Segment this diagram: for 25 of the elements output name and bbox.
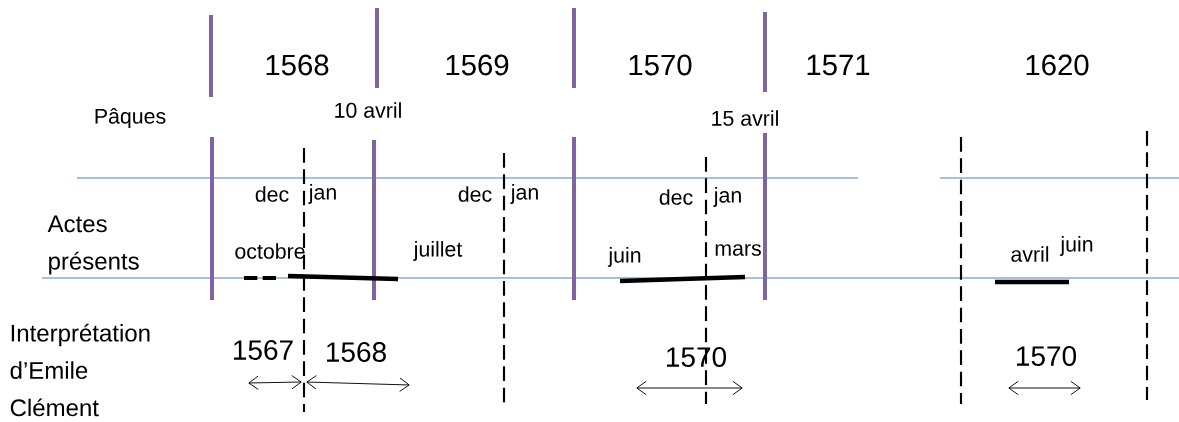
row-label: Actes présents (47, 215, 139, 275)
year-label: 1568 (327, 342, 386, 362)
month-label: jan (308, 184, 336, 204)
month-label: dec (659, 189, 693, 205)
year-label: 1568 (266, 54, 329, 76)
month-label: juin (607, 247, 641, 267)
year-label: 1567 (234, 340, 293, 360)
date-label: 10 avril (335, 102, 401, 118)
month-label: dec (458, 186, 492, 202)
year-label: 1620 (1026, 54, 1089, 76)
month-label: mars (715, 244, 761, 256)
year-label: 1570 (1017, 346, 1077, 366)
year-label: 1571 (807, 54, 870, 76)
month-label: jan (713, 187, 741, 207)
row-label: Interprétation d’Emile Clément (10, 323, 150, 417)
month-label: dec (255, 186, 289, 202)
date-label: 15 avril (712, 110, 778, 126)
month-label: avril (1011, 246, 1049, 262)
month-label: juillet (413, 241, 463, 261)
year-label: 1569 (446, 54, 509, 76)
month-label: juin (1059, 236, 1093, 256)
row-label: Pâques (95, 108, 166, 128)
month-label: octobre (235, 243, 305, 259)
year-label: 1570 (629, 54, 692, 76)
month-label: jan (510, 184, 538, 204)
